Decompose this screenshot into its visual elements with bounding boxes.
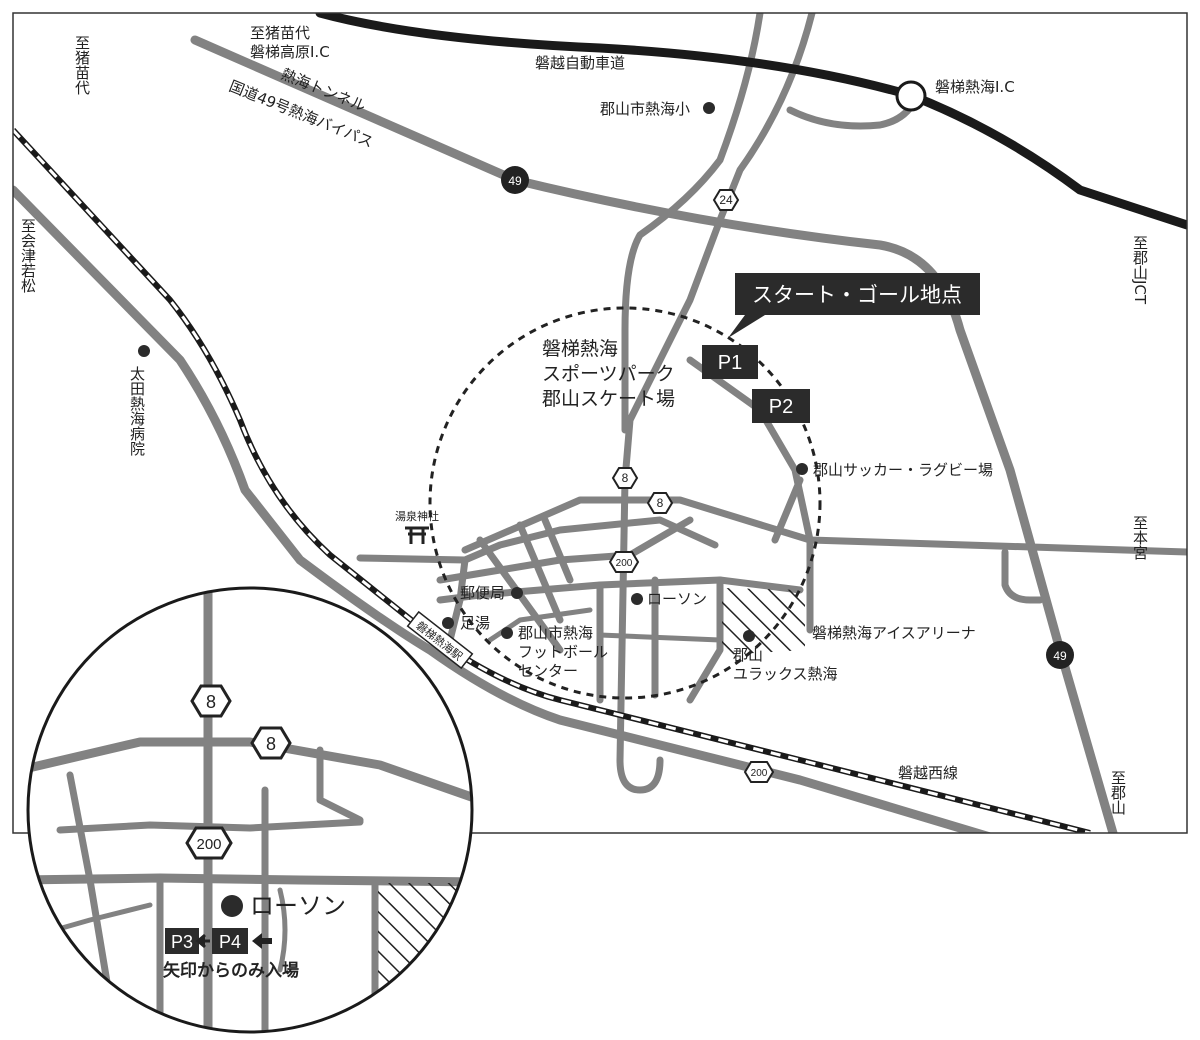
label: 郡山スケート場: [542, 388, 675, 410]
ashiyu-marker: [442, 617, 454, 629]
svg-text:200: 200: [616, 558, 633, 569]
label: 郡山市熱海: [518, 624, 593, 642]
label: 磐梯熱海: [542, 338, 618, 360]
svg-text:24: 24: [719, 193, 733, 207]
road: [356, 516, 719, 564]
label: 足湯: [460, 614, 490, 632]
svg-text:P3: P3: [171, 932, 193, 952]
label: 磐梯高原I.C: [250, 43, 330, 61]
parking-p2: P2: [752, 389, 810, 423]
event-area-circle: [428, 306, 822, 700]
label: 至郡山JCT: [1131, 235, 1149, 305]
label: 磐越自動車道: [535, 54, 625, 72]
route-24-shield: 24: [712, 189, 740, 211]
route-200-shield: 200: [608, 551, 640, 573]
label: ユラックス熱海: [733, 665, 838, 683]
svg-text:P4: P4: [219, 932, 241, 952]
main-map: 49 49 24 8 8 200 200 磐梯熱海駅 至猪苗代 磐梯高原I.C …: [13, 13, 1187, 833]
banetsu-expressway: [315, 13, 1187, 230]
inset-map: 8 8 200 ローソン P3 P4 矢印からのみ入場: [26, 586, 474, 1034]
road: [461, 496, 1187, 556]
svg-text:スタート・ゴール地点: スタート・ゴール地点: [752, 284, 962, 307]
yurax-marker: [743, 630, 755, 642]
hospital-marker: [138, 345, 150, 357]
svg-text:200: 200: [751, 768, 768, 779]
svg-text:P1: P1: [718, 352, 742, 374]
svg-text:49: 49: [508, 174, 522, 188]
road: [621, 13, 764, 434]
label: 郡山サッカー・ラグビー場: [813, 461, 993, 479]
label: センター: [518, 662, 578, 680]
parking-p3: P3: [165, 928, 199, 954]
arrow-left-icon: [195, 933, 210, 949]
label: 至猪苗代: [73, 35, 91, 96]
svg-text:8: 8: [266, 734, 276, 754]
inset-border: [26, 586, 474, 1034]
svg-text:200: 200: [196, 836, 221, 853]
bandai-atami-ic-icon: [895, 80, 927, 112]
route-8-shield-inset: 8: [250, 726, 292, 760]
lawson-marker-inset: [221, 895, 243, 917]
route-49-shield: 49: [1046, 641, 1074, 669]
label: 至本宮: [1131, 515, 1149, 560]
label: 太田熱海病院: [128, 366, 146, 457]
label: 湯泉神社: [395, 509, 439, 523]
label: ローソン: [250, 892, 346, 920]
label: 至会津若松: [19, 218, 37, 293]
svg-text:8: 8: [206, 692, 216, 712]
label: ローソン: [647, 590, 707, 608]
route-8-shield-inset: 8: [190, 684, 232, 718]
school-marker: [703, 102, 715, 114]
road: [1001, 548, 1044, 604]
label: 至郡山: [1109, 770, 1127, 815]
post-office-marker: [511, 587, 523, 599]
ice-arena-area-inset: [378, 883, 472, 1032]
shrine-icon: [405, 526, 429, 544]
label: 磐梯熱海I.C: [935, 78, 1015, 96]
label: 至猪苗代: [250, 24, 310, 42]
road: [786, 96, 919, 130]
ice-arena-area: [722, 588, 805, 655]
label: フットボール: [518, 643, 608, 661]
svg-text:8: 8: [622, 471, 629, 485]
svg-text:P2: P2: [769, 396, 793, 418]
svg-text:8: 8: [657, 496, 664, 510]
stadium-marker: [796, 463, 808, 475]
road: [66, 746, 379, 1032]
lawson-marker: [631, 593, 643, 605]
entry-note: 矢印からのみ入場: [163, 960, 299, 981]
route-200-shield-inset: 200: [185, 826, 233, 860]
road: [28, 737, 472, 805]
label: 磐梯熱海アイスアリーナ: [812, 624, 976, 642]
label: 郵便局: [460, 584, 505, 602]
route-8-shield: 8: [611, 467, 639, 489]
label: スポーツパーク: [542, 363, 675, 385]
start-goal-callout: スタート・ゴール地点: [728, 273, 980, 338]
railway-dash: [13, 128, 1091, 833]
road: [686, 356, 814, 634]
label: 郡山: [733, 646, 763, 664]
route-8-shield: 8: [646, 492, 674, 514]
map-frame: [12, 12, 1188, 834]
svg-text:49: 49: [1053, 649, 1067, 663]
football-center-marker: [501, 627, 513, 639]
road: [487, 607, 723, 643]
label: 磐越西線: [898, 764, 958, 782]
arrow-left-icon: [252, 933, 272, 949]
left-road: [13, 185, 993, 833]
route-49-shield: 49: [501, 166, 529, 194]
parking-p1: P1: [702, 345, 758, 379]
label: 郡山市熱海小: [600, 100, 690, 118]
route-200-shield: 200: [743, 761, 775, 783]
parking-p4: P4: [212, 928, 248, 954]
